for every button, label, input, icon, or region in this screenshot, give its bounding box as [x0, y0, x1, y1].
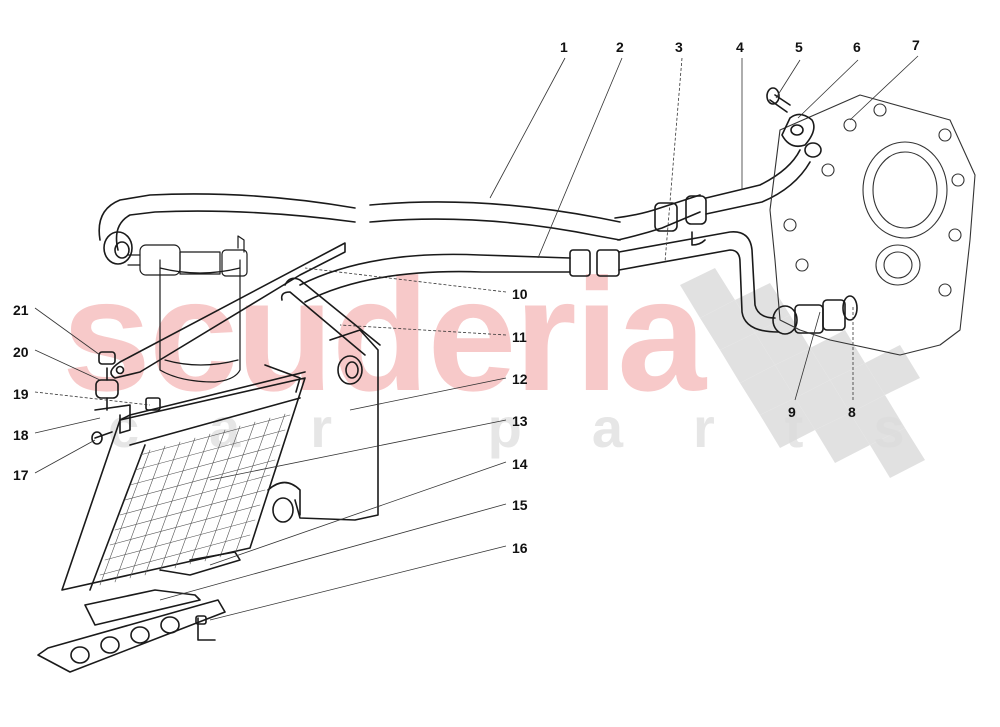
callout-10: 10: [512, 286, 528, 302]
callout-5: 5: [795, 39, 803, 55]
checkered-flag-watermark: [680, 268, 925, 478]
callout-6: 6: [853, 39, 861, 55]
callout-17: 17: [13, 467, 29, 483]
callout-2: 2: [616, 39, 624, 55]
leader-lines: [34, 55, 919, 621]
callout-20: 20: [13, 344, 29, 360]
callout-8: 8: [848, 404, 856, 420]
oil-cooler-core: [61, 364, 306, 591]
oil-filter: [127, 235, 248, 383]
callout-13: 13: [512, 413, 528, 429]
timing-cover: [769, 94, 976, 356]
watermark-scuderia: scuderia: [62, 245, 706, 424]
flange-bolt: [766, 87, 822, 158]
callout-9: 9: [788, 404, 796, 420]
lower-hose: [299, 231, 858, 335]
callout-4: 4: [736, 39, 744, 55]
callout-12: 12: [512, 371, 528, 387]
callout-1: 1: [560, 39, 568, 55]
callout-15: 15: [512, 497, 528, 513]
callout-18: 18: [13, 427, 29, 443]
cooler-side-plate: [267, 329, 379, 523]
callout-19: 19: [13, 386, 29, 402]
support-tray: [37, 599, 226, 673]
callout-16: 16: [512, 540, 528, 556]
rubber-pads: [84, 551, 241, 626]
oil-hose-11: [280, 277, 381, 356]
callout-21: 21: [13, 302, 29, 318]
callout-7: 7: [912, 37, 920, 53]
callout-3: 3: [675, 39, 683, 55]
callout-14: 14: [512, 456, 528, 472]
oil-cooler-fins: [99, 413, 291, 586]
callout-11: 11: [512, 329, 527, 345]
support-bracket: [110, 242, 346, 379]
upper-hose: [98, 149, 811, 265]
